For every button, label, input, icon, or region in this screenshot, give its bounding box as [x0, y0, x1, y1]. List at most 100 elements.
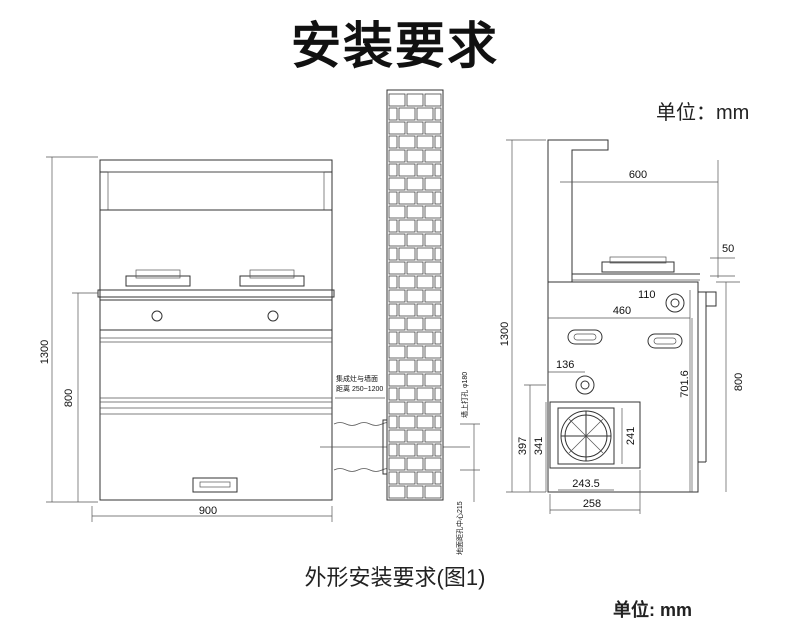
dim-side-depth: 600 — [629, 169, 647, 181]
brick — [388, 275, 398, 289]
hood-profile — [547, 139, 609, 283]
dim-front-width: 900 — [199, 505, 217, 517]
brick — [406, 485, 424, 499]
brick — [398, 415, 416, 429]
brick — [388, 93, 406, 107]
knob-left — [151, 310, 163, 322]
control-panel — [99, 299, 333, 331]
brick — [434, 443, 442, 457]
duct-top-wave — [333, 422, 395, 426]
brick — [434, 163, 442, 177]
brick — [416, 303, 434, 317]
brick — [388, 135, 398, 149]
brick — [434, 387, 442, 401]
exhaust-hole — [665, 293, 685, 313]
brick — [398, 191, 416, 205]
brick — [434, 135, 442, 149]
brick — [406, 429, 424, 443]
dim-side-241: 241 — [625, 427, 637, 445]
brick — [424, 429, 442, 443]
brick — [406, 121, 424, 135]
brick — [424, 345, 442, 359]
brick — [416, 415, 434, 429]
hood-top-panel — [99, 159, 333, 173]
brick — [434, 359, 442, 373]
brick — [398, 443, 416, 457]
brick — [424, 289, 442, 303]
side-vent-left — [567, 329, 603, 345]
dim-side-258: 258 — [583, 498, 601, 510]
brick — [388, 177, 406, 191]
brick — [424, 149, 442, 163]
dim-side-136: 136 — [556, 359, 574, 371]
brick — [434, 219, 442, 233]
brick — [434, 191, 442, 205]
brick — [424, 317, 442, 331]
footer-unit-label: 单位: mm — [613, 600, 693, 620]
brick — [388, 443, 398, 457]
brick — [434, 247, 442, 261]
brick — [398, 359, 416, 373]
brick — [416, 219, 434, 233]
brick — [416, 107, 434, 121]
brick — [388, 303, 398, 317]
brick — [398, 331, 416, 345]
brick — [398, 219, 416, 233]
brick — [424, 233, 442, 247]
dim-side-397: 397 — [517, 437, 529, 455]
brick — [388, 373, 406, 387]
brick — [398, 247, 416, 261]
brick — [424, 177, 442, 191]
wall-note-line1: 集成灶与墙面 — [336, 374, 378, 383]
brick — [406, 261, 424, 275]
brick — [388, 219, 398, 233]
brick — [388, 289, 406, 303]
brick — [416, 135, 434, 149]
dim-front-height: 1300 — [39, 340, 51, 364]
brick — [416, 163, 434, 177]
brick-wall — [386, 89, 444, 501]
brick — [388, 485, 406, 499]
brick — [388, 457, 406, 471]
duct-bottom-wave — [333, 468, 395, 472]
brick — [406, 93, 424, 107]
side-vent-right — [647, 333, 683, 349]
brick — [388, 121, 406, 135]
brick — [424, 485, 442, 499]
brick — [434, 107, 442, 121]
brick — [388, 107, 398, 121]
dim-side-body-height: 800 — [733, 373, 745, 391]
side-body — [547, 281, 699, 493]
wall-note-line2: 距离 250~1200 — [336, 384, 383, 393]
brick — [406, 317, 424, 331]
brick — [388, 163, 398, 177]
dim-front-body-height: 800 — [63, 389, 75, 407]
brick — [388, 261, 406, 275]
brick — [434, 303, 442, 317]
brick — [424, 401, 442, 415]
brick — [398, 303, 416, 317]
brick — [406, 289, 424, 303]
dim-side-460: 460 — [613, 305, 631, 317]
brick — [398, 471, 416, 485]
side-burner — [601, 256, 675, 273]
dim-side-hood-gap: 50 — [722, 243, 734, 255]
ground-hole-note: 地面距孔中心215 — [455, 501, 464, 555]
brick — [388, 429, 406, 443]
brick — [416, 275, 434, 289]
side-small-pipe — [575, 375, 595, 395]
brick — [416, 471, 434, 485]
brick — [406, 401, 424, 415]
brick — [388, 387, 398, 401]
brick — [434, 275, 442, 289]
brick — [424, 457, 442, 471]
dim-side-pipe-diameter: 110 — [638, 289, 656, 301]
brick — [388, 331, 398, 345]
brick — [416, 387, 434, 401]
brick — [388, 191, 398, 205]
brick — [388, 233, 406, 247]
brick — [398, 135, 416, 149]
brick — [424, 205, 442, 219]
burner-right — [239, 269, 305, 287]
